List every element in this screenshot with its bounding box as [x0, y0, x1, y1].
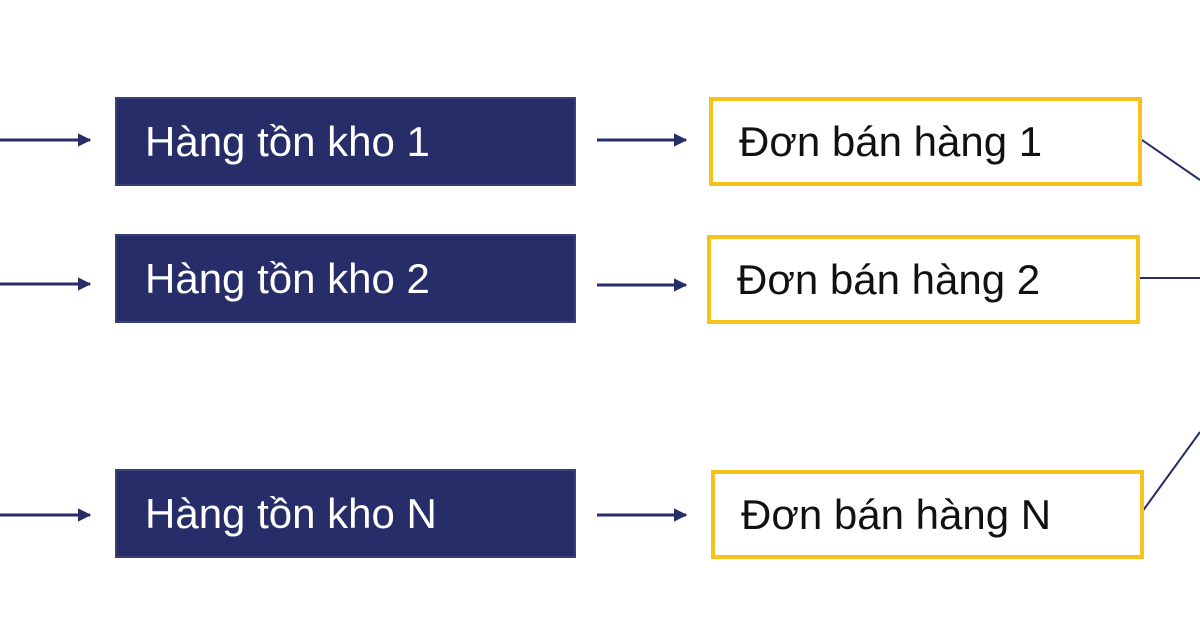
sales-order-label-2: Đơn bán hàng 2: [737, 255, 1041, 303]
outgoing-connector-1: [1141, 139, 1200, 181]
inventory-box-n: Hàng tồn kho N: [115, 469, 576, 558]
inventory-box-2: Hàng tồn kho 2: [115, 234, 576, 323]
inventory-label-2: Hàng tồn kho 2: [145, 254, 430, 302]
outgoing-connector-n: [1141, 431, 1200, 513]
inventory-label-n: Hàng tồn kho N: [145, 489, 437, 537]
sales-order-box-2: Đơn bán hàng 2: [707, 235, 1140, 324]
inventory-label-1: Hàng tồn kho 1: [145, 117, 430, 165]
sales-order-label-n: Đơn bán hàng N: [741, 490, 1052, 538]
sales-order-box-1: Đơn bán hàng 1: [709, 97, 1142, 186]
sales-order-label-1: Đơn bán hàng 1: [739, 117, 1043, 165]
sales-order-box-n: Đơn bán hàng N: [711, 470, 1144, 559]
inventory-box-1: Hàng tồn kho 1: [115, 97, 576, 186]
